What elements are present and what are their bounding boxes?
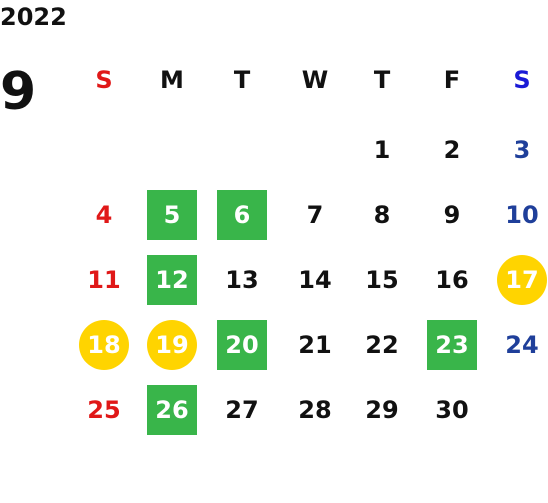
day-cell[interactable]: 3 xyxy=(513,136,531,164)
year-label: 2022 xyxy=(0,3,67,31)
day-cell[interactable]: 4 xyxy=(95,201,113,229)
day-cell[interactable]: 29 xyxy=(365,396,399,424)
weekday-header: F xyxy=(443,66,461,94)
day-cell[interactable]: 30 xyxy=(435,396,469,424)
weekday-header: S xyxy=(95,66,113,94)
day-cell[interactable]: 10 xyxy=(505,201,539,229)
day-cell[interactable]: 9 xyxy=(443,201,461,229)
day-cell[interactable]: 17 xyxy=(497,255,547,305)
day-cell[interactable]: 13 xyxy=(225,266,259,294)
day-cell[interactable]: 24 xyxy=(505,331,539,359)
day-cell[interactable]: 14 xyxy=(298,266,332,294)
weekday-header: M xyxy=(160,66,184,94)
day-cell[interactable]: 1 xyxy=(373,136,391,164)
month-number: 9 xyxy=(0,62,37,122)
weekday-header: T xyxy=(233,66,251,94)
day-cell[interactable]: 26 xyxy=(147,385,197,435)
day-cell[interactable]: 23 xyxy=(427,320,477,370)
day-cell[interactable]: 21 xyxy=(298,331,332,359)
day-cell[interactable]: 8 xyxy=(373,201,391,229)
day-cell[interactable]: 25 xyxy=(87,396,121,424)
day-cell[interactable]: 27 xyxy=(225,396,259,424)
weekday-header: W xyxy=(301,66,329,94)
day-cell[interactable]: 20 xyxy=(217,320,267,370)
day-cell[interactable]: 7 xyxy=(306,201,324,229)
day-cell[interactable]: 16 xyxy=(435,266,469,294)
day-cell[interactable]: 5 xyxy=(147,190,197,240)
weekday-header: T xyxy=(373,66,391,94)
day-cell[interactable]: 2 xyxy=(443,136,461,164)
day-cell[interactable]: 19 xyxy=(147,320,197,370)
day-cell[interactable]: 12 xyxy=(147,255,197,305)
day-cell[interactable]: 18 xyxy=(79,320,129,370)
day-cell[interactable]: 28 xyxy=(298,396,332,424)
day-cell[interactable]: 6 xyxy=(217,190,267,240)
day-cell[interactable]: 11 xyxy=(87,266,121,294)
day-cell[interactable]: 22 xyxy=(365,331,399,359)
day-cell[interactable]: 15 xyxy=(365,266,399,294)
weekday-header: S xyxy=(513,66,531,94)
